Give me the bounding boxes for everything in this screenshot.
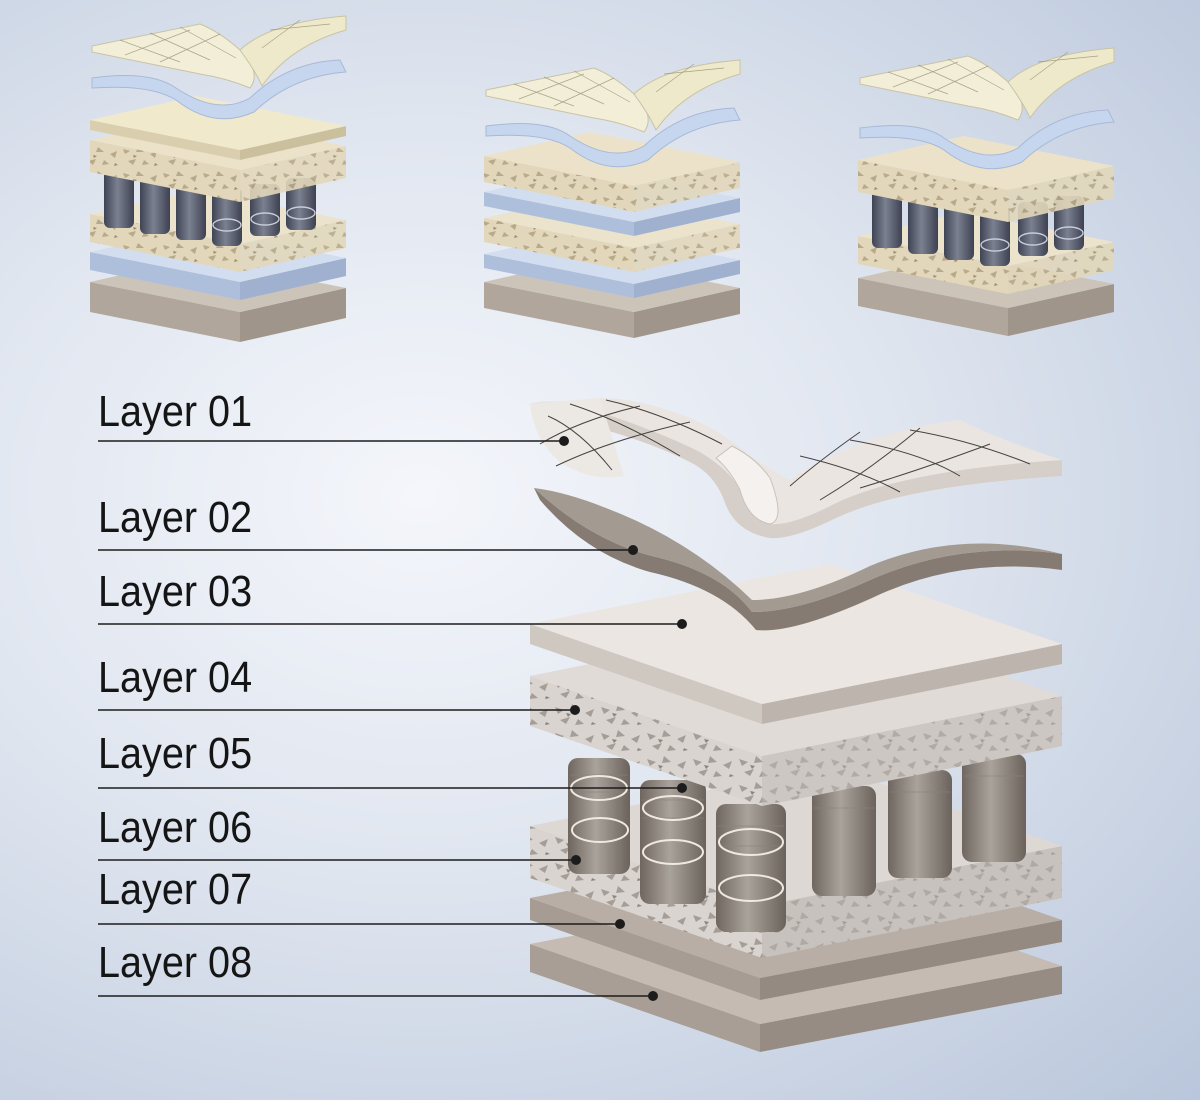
- layer-07-label: Layer 07: [98, 865, 253, 914]
- layer-04-label: Layer 04: [98, 653, 253, 702]
- leader-dots: [559, 436, 687, 1001]
- layer-06-label: Layer 06: [98, 803, 253, 852]
- quilt-layer: [91, 15, 347, 89]
- leader-dot: [628, 545, 638, 555]
- leader-dot: [570, 705, 580, 715]
- layer-03-label: Layer 03: [98, 567, 253, 616]
- leader-lines: [98, 440, 682, 997]
- large-layer-02: [534, 488, 1062, 631]
- spring-back-row: [812, 754, 1026, 896]
- layer-02-label: Layer 02: [98, 493, 253, 542]
- spring-row: [104, 170, 316, 246]
- mattress-variant-2: [484, 59, 741, 338]
- large-layer-01: [530, 398, 1062, 539]
- large-layer-05: [568, 754, 1026, 932]
- leader-dot: [677, 619, 687, 629]
- spring-front-row: [568, 758, 786, 932]
- layer-05-label: Layer 05: [98, 729, 253, 778]
- mattress-variant-3: [858, 47, 1115, 336]
- quilt-layer: [485, 59, 741, 133]
- pad-layer: [90, 96, 346, 160]
- leader-dot: [677, 783, 687, 793]
- quilt-layer: [859, 47, 1115, 121]
- large-layer-03: [530, 564, 1062, 724]
- foam-layer: [485, 107, 741, 168]
- leader-dot: [648, 991, 658, 1001]
- foam-layer: [859, 109, 1115, 170]
- layer-01-label: Layer 01: [98, 387, 253, 436]
- leader-dot: [559, 436, 569, 446]
- layer-08-label: Layer 08: [98, 938, 253, 987]
- mattress-main: [530, 398, 1062, 1052]
- leader-dot: [615, 919, 625, 929]
- mattress-variant-1: [90, 15, 347, 342]
- leader-dot: [571, 855, 581, 865]
- foam-layer: [91, 59, 347, 120]
- quilt-stitching: [539, 399, 1031, 501]
